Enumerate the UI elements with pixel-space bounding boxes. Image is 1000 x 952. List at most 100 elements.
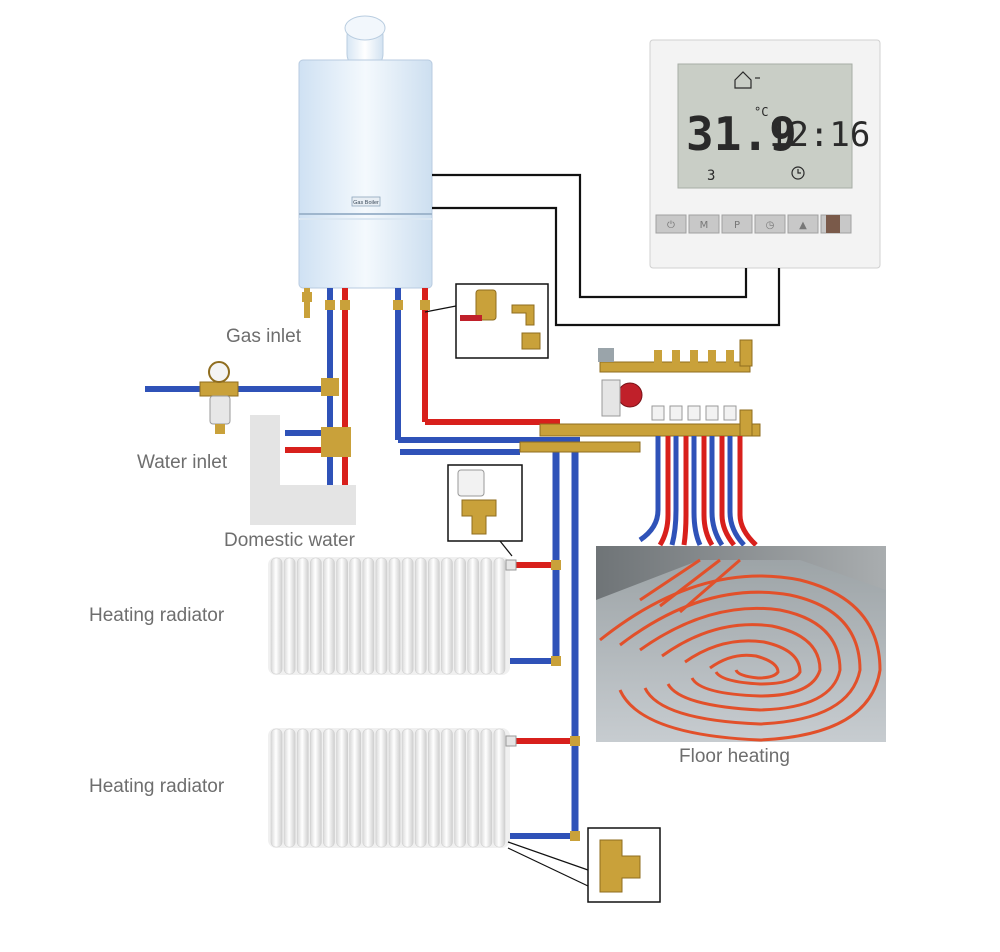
radiator-1-fins <box>270 557 506 675</box>
program-button[interactable] <box>721 214 753 234</box>
radiator-fin <box>480 557 493 675</box>
domestic-water-label: Domestic water <box>224 530 355 551</box>
radiator-fin <box>375 557 388 675</box>
wire-2 <box>432 206 781 327</box>
radiator-fin <box>388 728 401 848</box>
radiator-fin <box>296 728 309 848</box>
thermostat-unit: °C <box>754 105 768 119</box>
manifold-return-bar <box>539 423 761 437</box>
thermostat-time: 12:16 <box>768 115 870 155</box>
valve-handle <box>460 315 482 321</box>
air-vent-top <box>739 339 753 367</box>
radiator-fin <box>296 557 309 675</box>
radiator-fin <box>454 728 467 848</box>
radiator-fin <box>493 728 506 848</box>
heating-radiator-1 <box>268 557 517 675</box>
clock-button[interactable] <box>754 214 786 234</box>
gas-boiler: Gas Boiler <box>298 15 433 289</box>
boiler-flue-cap <box>344 15 386 41</box>
floor-heating-label: Floor heating <box>679 746 790 767</box>
riser-elbow-2 <box>551 656 561 666</box>
cold-fitting <box>325 300 335 310</box>
thermostat-lcd <box>677 63 853 189</box>
domestic-water-wall <box>250 415 356 525</box>
thermostat: 31.9 °C 12:16 3 ⏻ M P ◷ ▲ ▼ <box>649 39 881 269</box>
lockshield-callout-line-1 <box>507 841 589 871</box>
return-fitting <box>393 300 403 310</box>
radiator-fin <box>323 557 335 675</box>
ball-valve <box>475 289 497 321</box>
radiator-fin <box>454 557 467 675</box>
radiator-fin <box>349 728 362 848</box>
radiator-fin <box>309 557 322 675</box>
elbow-fitting <box>511 304 535 326</box>
radiator-fin <box>349 557 362 675</box>
radiator-fin <box>414 728 427 848</box>
circulation-pump <box>617 382 643 408</box>
radiator-fin <box>401 557 414 675</box>
tee-fitting-1 <box>321 378 339 396</box>
thermostat-button-row: ⏻ M P ◷ ▲ ▼ <box>655 214 852 234</box>
riser-elbow-3 <box>570 736 580 746</box>
radiator-fin <box>336 557 349 675</box>
thermostat-temperature: 31.9 <box>686 107 797 161</box>
manifold-actuators <box>651 405 737 421</box>
power-button[interactable] <box>655 214 687 234</box>
clock-button-icon: ◷ <box>766 220 775 231</box>
trv-callout-line <box>499 540 513 557</box>
tee-fitting-2 <box>321 427 351 457</box>
mode-button-label: M <box>700 220 709 231</box>
pressure-gauge <box>208 361 230 383</box>
trv-body <box>461 499 497 535</box>
hot-fitting <box>340 300 350 310</box>
water-inlet-assembly <box>145 361 330 434</box>
radiator-fin <box>427 557 440 675</box>
radiator-1-valve <box>505 559 517 571</box>
radiator-fin <box>283 557 296 675</box>
mixing-valve <box>601 379 621 417</box>
floor-heating-coil <box>599 558 882 742</box>
clock-icon <box>791 166 805 180</box>
riser-elbow-4 <box>570 831 580 841</box>
radiator-fin <box>270 728 283 848</box>
gas-inlet-label: Gas inlet <box>226 326 301 347</box>
gas-fitting <box>302 292 312 302</box>
up-button[interactable] <box>787 214 819 234</box>
wire-1 <box>432 173 748 299</box>
radiator-fin <box>467 557 480 675</box>
manifold-flow-meters <box>654 350 734 364</box>
valve-callout-top <box>424 283 549 359</box>
thermostat-wiring <box>432 173 781 327</box>
heating-pipes <box>398 419 580 841</box>
heating-radiator-1-label: Heating radiator <box>89 605 225 626</box>
manifold-loop-tubes <box>638 436 758 547</box>
trv-callout <box>447 464 523 557</box>
home-heating-icon <box>734 71 760 89</box>
mode-button[interactable] <box>688 214 720 234</box>
radiator-fin <box>441 728 453 848</box>
thermostat-mode-number: 3 <box>707 168 715 184</box>
filter-drain <box>215 424 225 434</box>
boiler-badge-text: Gas Boiler <box>353 200 379 206</box>
flow-fitting <box>420 300 430 310</box>
riser-elbow-1 <box>551 560 561 570</box>
lockshield-valve <box>599 839 641 893</box>
radiator-fin <box>309 728 322 848</box>
radiator-fin <box>467 728 480 848</box>
up-arrow-icon: ▲ <box>799 220 807 231</box>
boiler-body <box>298 59 433 289</box>
callout-line <box>424 305 457 313</box>
radiator-fin <box>362 728 375 848</box>
nut-fitting <box>521 332 541 350</box>
radiator-fin <box>336 728 349 848</box>
radiator-fin <box>270 557 283 675</box>
status-led <box>826 215 840 233</box>
radiator-2-fins <box>270 728 506 848</box>
floor-heating-manifold <box>519 339 761 547</box>
lockshield-callout-line-2 <box>507 847 589 887</box>
floor-heating-photo <box>596 546 886 742</box>
radiator-fin <box>401 728 414 848</box>
floor-wall <box>596 546 886 600</box>
domestic-water-assembly <box>250 378 356 525</box>
